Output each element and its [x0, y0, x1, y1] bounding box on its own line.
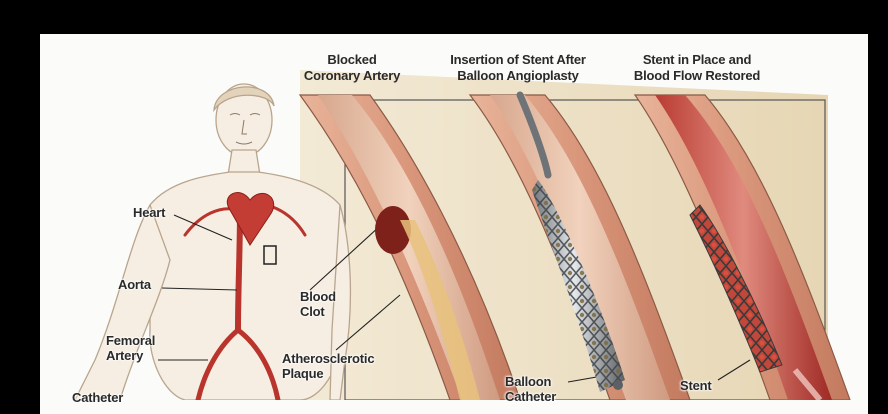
- label-blood-clot-line2: Clot: [300, 304, 336, 319]
- panel-header-insertion-line1: Insertion of Stent After: [428, 52, 608, 68]
- label-balloon-line1: Balloon: [505, 374, 556, 389]
- panel-header-restored: Stent in Place and Blood Flow Restored: [612, 52, 782, 84]
- illustration-frame: Blocked Coronary Artery Insertion of Ste…: [0, 0, 888, 400]
- label-heart: Heart: [133, 205, 165, 220]
- panel-header-restored-line2: Blood Flow Restored: [612, 68, 782, 84]
- label-aorta: Aorta: [118, 277, 151, 292]
- label-femoral-artery: Femoral Artery: [106, 333, 155, 363]
- label-blood-clot: Blood Clot: [300, 289, 336, 319]
- label-stent: Stent: [680, 378, 712, 393]
- label-femoral-line2: Artery: [106, 348, 155, 363]
- panel-header-insertion: Insertion of Stent After Balloon Angiopl…: [428, 52, 608, 84]
- label-plaque-line2: Plaque: [282, 366, 374, 381]
- panel-header-restored-line1: Stent in Place and: [612, 52, 782, 68]
- label-catheter-partial: Catheter: [72, 390, 123, 405]
- panel-header-blocked-line2: Coronary Artery: [282, 68, 422, 84]
- label-blood-clot-line1: Blood: [300, 289, 336, 304]
- panel-header-blocked: Blocked Coronary Artery: [282, 52, 422, 84]
- label-plaque-line1: Atherosclerotic: [282, 351, 374, 366]
- label-balloon-line2: Catheter: [505, 389, 556, 404]
- label-femoral-line1: Femoral: [106, 333, 155, 348]
- panel-header-blocked-line1: Blocked: [282, 52, 422, 68]
- panel-header-insertion-line2: Balloon Angioplasty: [428, 68, 608, 84]
- label-plaque: Atherosclerotic Plaque: [282, 351, 374, 381]
